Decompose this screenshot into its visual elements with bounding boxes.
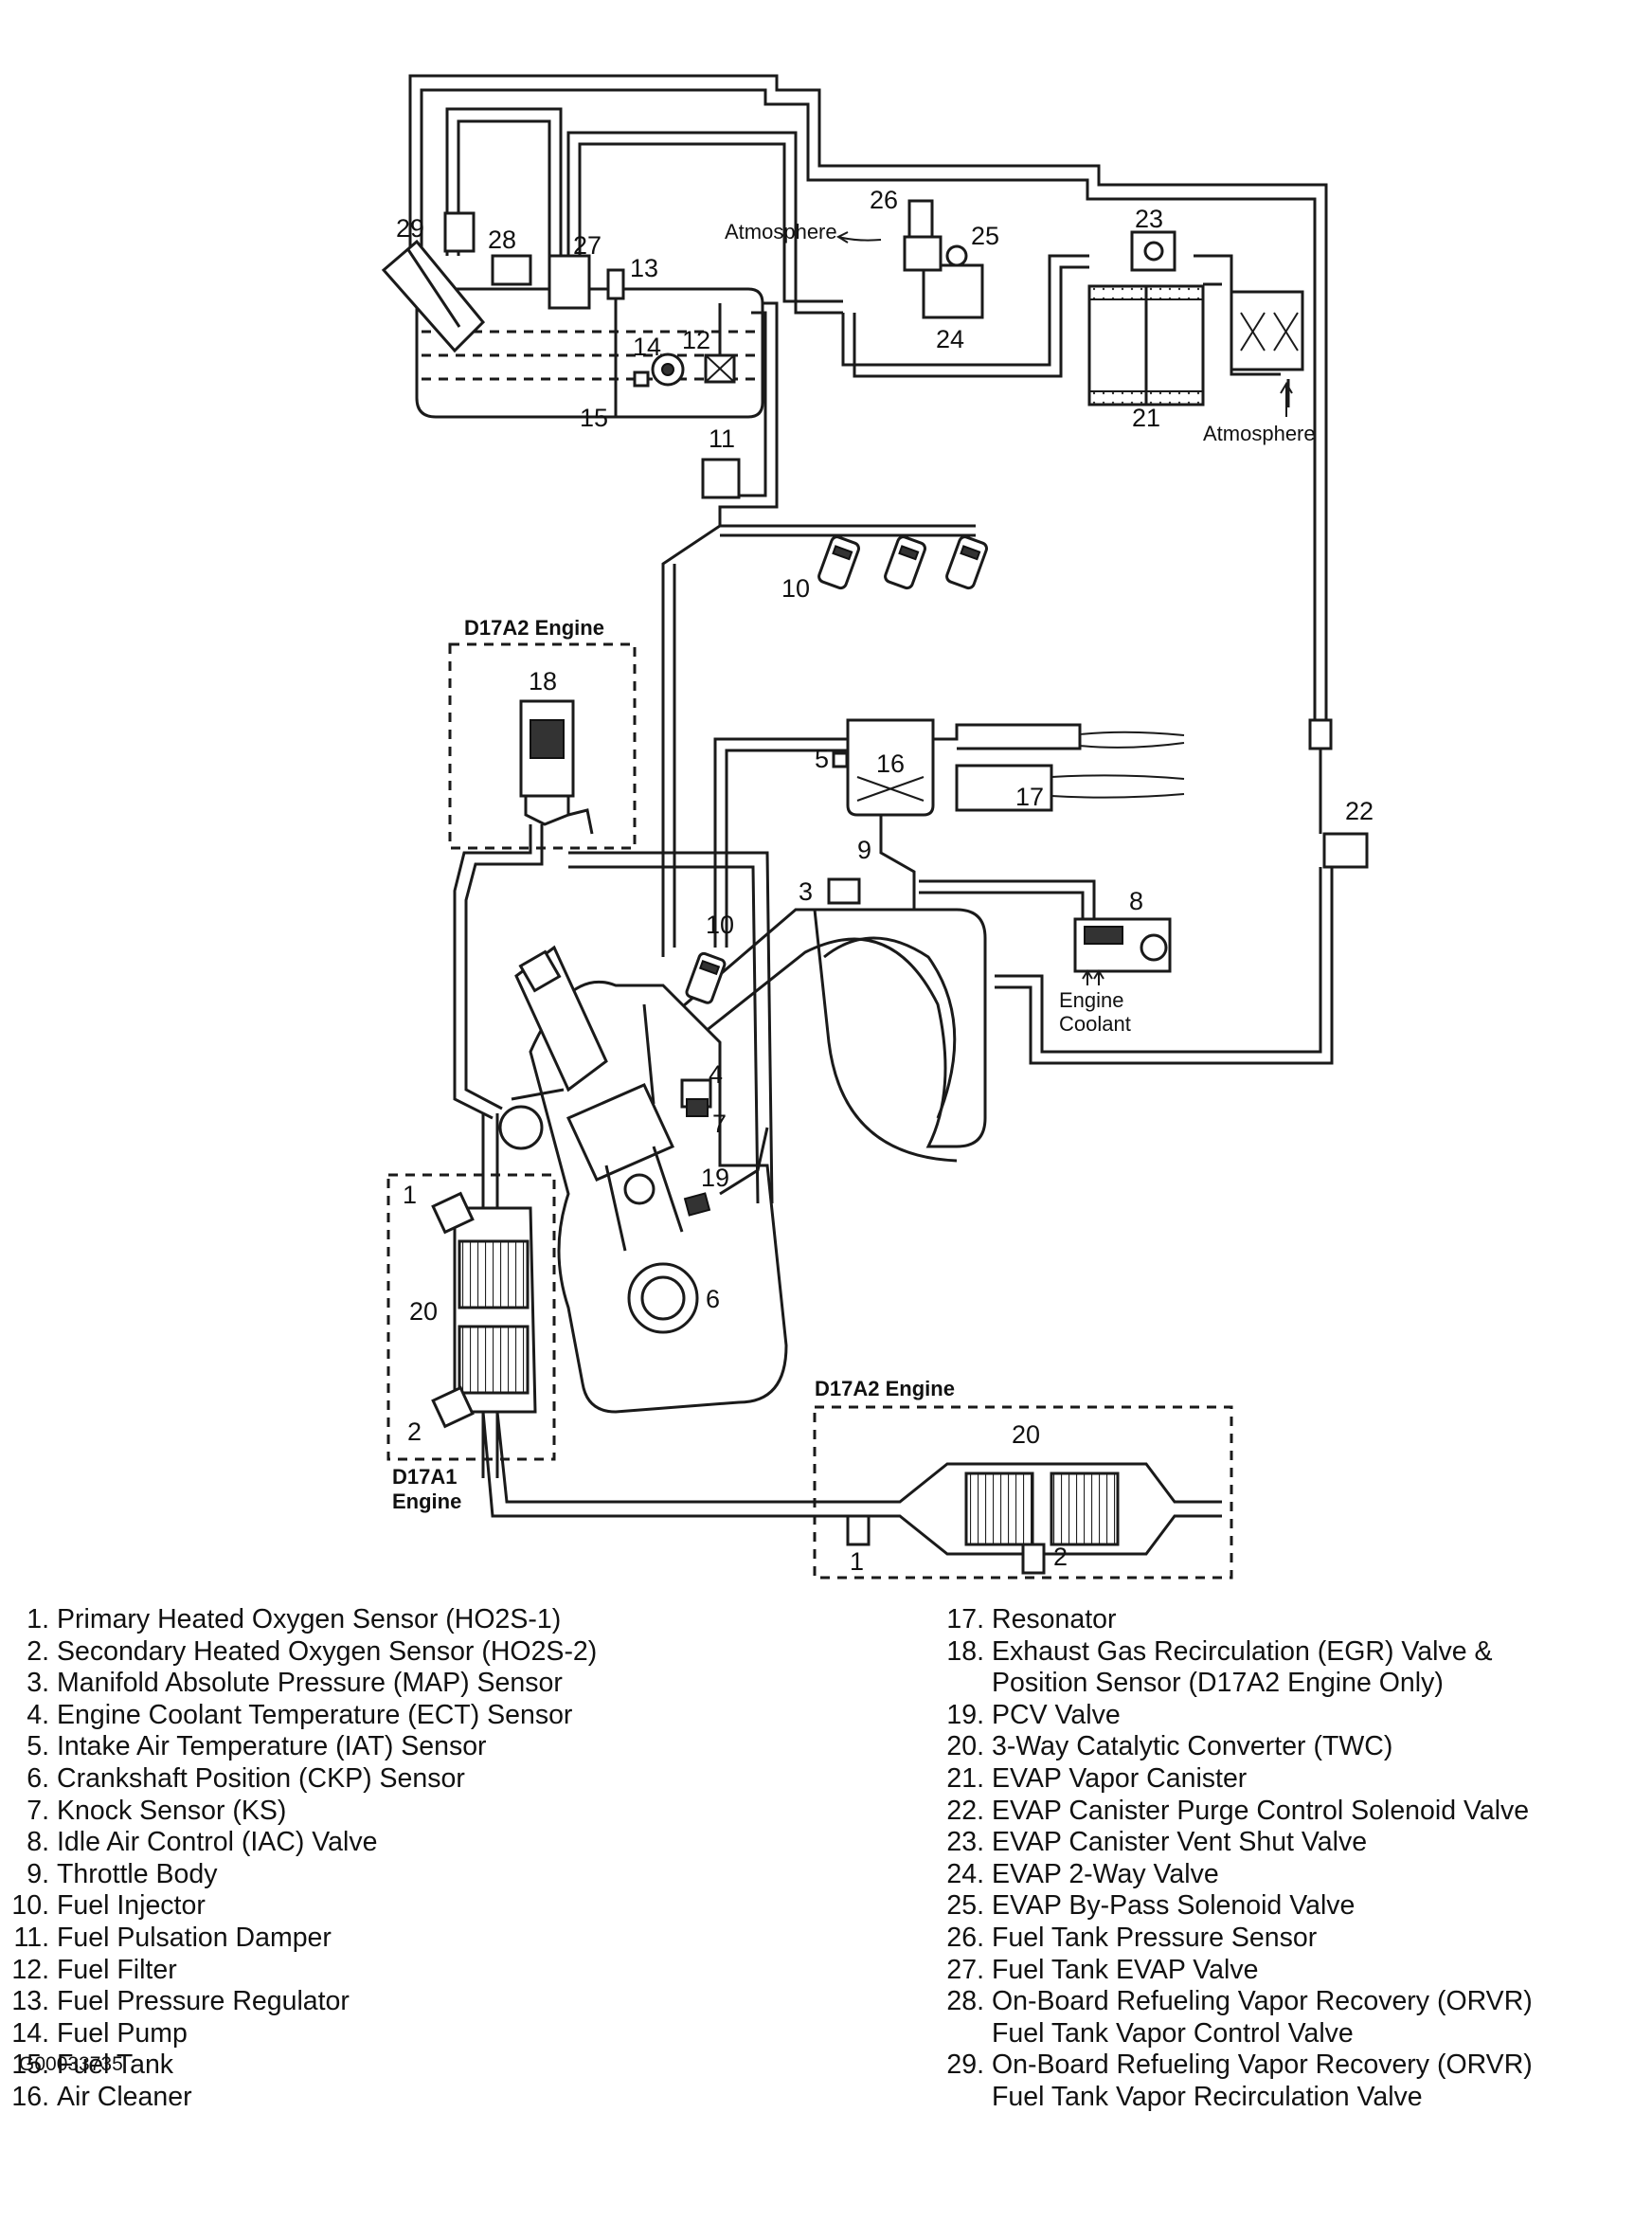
legend-item: 25.EVAP By-Pass Solenoid Valve (946, 1890, 1356, 1922)
callout-9: 9 (857, 836, 871, 864)
callout-6: 6 (706, 1285, 720, 1313)
callout-1: 1 (403, 1181, 417, 1209)
legend-item: 12.Fuel Filter (11, 1954, 177, 1985)
legend-item: 7.Knock Sensor (KS) (27, 1795, 287, 1826)
engine-block (511, 908, 987, 1414)
atmosphere-label-right: Atmosphere (1203, 422, 1316, 445)
legend-item: 29.On-Board Refueling Vapor Recovery (OR… (946, 2049, 1533, 2081)
diagram-labels: Atmosphere Atmosphere Engine Coolant D17… (392, 220, 1316, 1513)
d17a2-engine-label-egr: D17A2 Engine (464, 616, 604, 640)
legend-item: 22.EVAP Canister Purge Control Solenoid … (946, 1795, 1530, 1826)
evap-components (835, 199, 1304, 417)
callout-14: 14 (633, 333, 661, 361)
legend-item: 2.Secondary Heated Oxygen Sensor (HO2S-2… (27, 1635, 598, 1667)
evap-vapor-lines (408, 74, 1328, 720)
piston (566, 1083, 684, 1252)
legend-item: 26.Fuel Tank Pressure Sensor (946, 1922, 1318, 1953)
purge-line (995, 718, 1369, 1065)
callout-16: 16 (876, 749, 905, 778)
legend-item: 18.Exhaust Gas Recirculation (EGR) Valve… (946, 1635, 1493, 1667)
fuel-supply-line (661, 301, 976, 957)
callout-10: 10 (781, 574, 810, 603)
legend-item: 19.PCV Valve (946, 1699, 1121, 1730)
legend-item: 4.Engine Coolant Temperature (ECT) Senso… (27, 1699, 573, 1730)
fuel-injectors (817, 535, 989, 590)
fuel-tank (381, 211, 764, 419)
callout-10-engine: 10 (706, 911, 734, 939)
callout-22: 22 (1345, 797, 1374, 825)
legend-item: 15.Fuel Tank (11, 2049, 174, 2081)
callout-21: 21 (1132, 404, 1160, 432)
callout-4: 4 (709, 1060, 723, 1089)
legend-item: 14.Fuel Pump (11, 2017, 188, 2049)
callout-2-d17a2: 2 (1053, 1543, 1068, 1571)
callout-2: 2 (407, 1417, 422, 1446)
legend-item: 28.On-Board Refueling Vapor Recovery (OR… (946, 1986, 1533, 2017)
callout-5: 5 (815, 745, 829, 773)
legend-item: 9.Throttle Body (27, 1858, 218, 1889)
engine-coolant-label-line2: Coolant (1059, 1012, 1131, 1036)
callout-7: 7 (712, 1110, 727, 1138)
d17a1-engine-label-line1: D17A1 (392, 1465, 457, 1489)
callout-numbers: 1 2 3 4 5 6 7 8 9 10 11 12 13 14 15 16 1… (396, 186, 1374, 1576)
callout-1-d17a2: 1 (850, 1547, 864, 1576)
callout-19: 19 (701, 1164, 729, 1192)
legend-item: 17.Resonator (946, 1604, 1117, 1634)
document-id: G00033735 (19, 2053, 123, 2075)
legend-right: 17.Resonator 18.Exhaust Gas Recirculatio… (886, 1604, 1533, 2114)
callout-20: 20 (409, 1297, 438, 1326)
legend-item: 24.EVAP 2-Way Valve (946, 1858, 1219, 1889)
legend-item: 27.Fuel Tank EVAP Valve (946, 1954, 1259, 1985)
callout-27: 27 (573, 231, 602, 260)
legend-item: Fuel Tank Vapor Recirculation Valve (992, 2081, 1423, 2112)
callout-18: 18 (529, 667, 557, 695)
legend-item: 21.EVAP Vapor Canister (946, 1762, 1248, 1794)
callout-13: 13 (630, 254, 658, 282)
intake-air-system (713, 718, 1185, 985)
callout-11: 11 (709, 424, 735, 453)
legend-item: Fuel Tank Vapor Control Valve (992, 2017, 1354, 2049)
callout-25: 25 (971, 222, 999, 250)
manifold-lines (568, 851, 958, 1204)
callout-12: 12 (682, 326, 710, 354)
legend-item: 8.Idle Air Control (IAC) Valve (27, 1827, 378, 1858)
d17a1-exhaust (386, 1113, 815, 1518)
engine-coolant-label-line1: Engine (1059, 988, 1124, 1012)
callout-24: 24 (936, 325, 964, 353)
legend-item: 1.Primary Heated Oxygen Sensor (HO2S-1) (27, 1604, 562, 1634)
callout-17: 17 (1015, 783, 1044, 811)
callout-3: 3 (799, 877, 813, 906)
callout-28: 28 (488, 226, 516, 254)
d17a1-engine-label-line2: Engine (392, 1490, 461, 1513)
legend-item: 11.Fuel Pulsation Damper (13, 1922, 332, 1953)
legend-item: 16.Air Cleaner (11, 2081, 192, 2112)
callout-15: 15 (580, 404, 608, 432)
legend-item: 13.Fuel Pressure Regulator (11, 1986, 350, 2017)
legend-item: 6.Crankshaft Position (CKP) Sensor (27, 1762, 465, 1794)
legend-item: 3.Manifold Absolute Pressure (MAP) Senso… (27, 1668, 563, 1699)
engine-sensors (498, 951, 727, 1217)
d17a2-engine-label-exhaust: D17A2 Engine (815, 1377, 955, 1400)
atmosphere-label-left: Atmosphere (725, 220, 837, 244)
d17a2-exhaust (813, 1405, 1233, 1580)
callout-8: 8 (1129, 887, 1143, 915)
callout-23: 23 (1135, 205, 1163, 233)
legend-item: 10.Fuel Injector (11, 1890, 206, 1922)
egr-valve (448, 642, 637, 1120)
legend-item: 20.3-Way Catalytic Converter (TWC) (946, 1731, 1393, 1762)
legend-left: 1.Primary Heated Oxygen Sensor (HO2S-1) … (0, 1604, 597, 2114)
legend-item: Position Sensor (D17A2 Engine Only) (992, 1668, 1444, 1699)
emission-system-diagram: 1 2 3 4 5 6 7 8 9 10 11 12 13 14 15 16 1… (381, 74, 1374, 1580)
callout-29: 29 (396, 214, 424, 243)
callout-20-d17a2: 20 (1012, 1420, 1040, 1449)
callout-26: 26 (870, 186, 898, 214)
legend-item: 5.Intake Air Temperature (IAT) Sensor (27, 1731, 487, 1762)
legend-item: 23.EVAP Canister Vent Shut Valve (946, 1827, 1368, 1858)
